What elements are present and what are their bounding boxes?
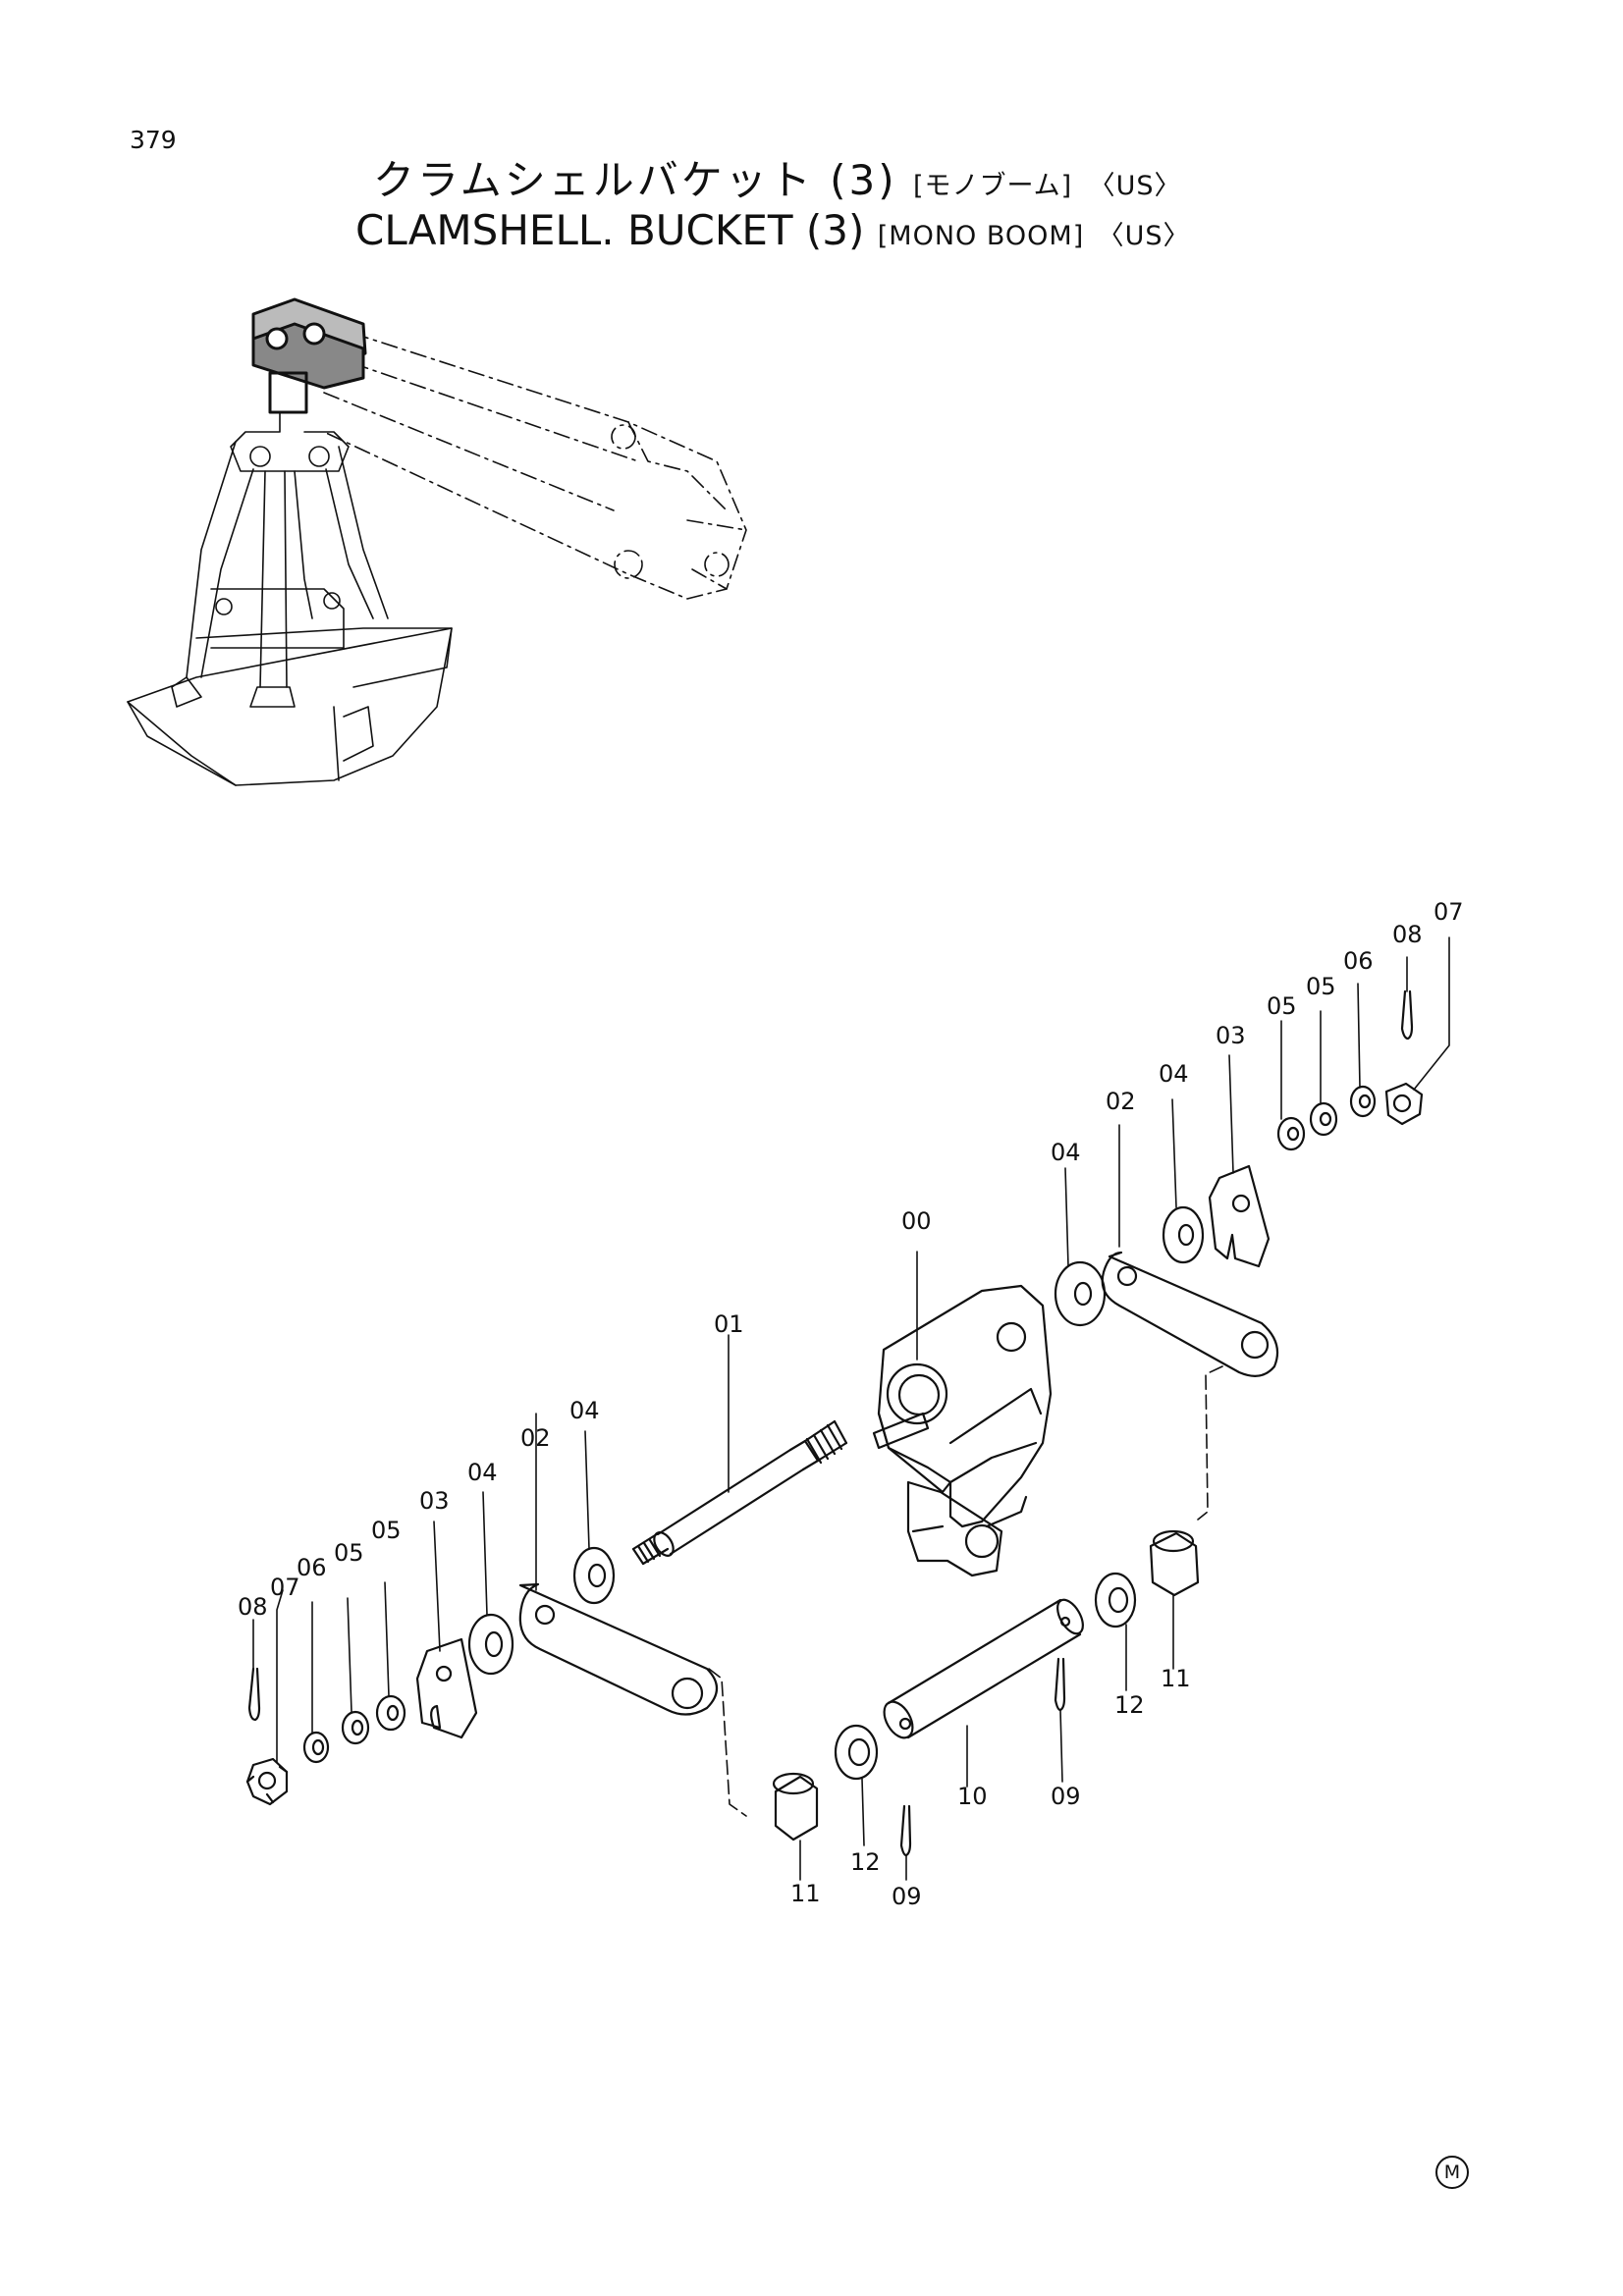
title-jp-region: 〈US〉 (1088, 171, 1182, 201)
callout-05-left-a: 05 (371, 1517, 402, 1544)
title-en-sub: [MONO BOOM] (877, 221, 1085, 251)
callout-09-a: 09 (1051, 1783, 1081, 1810)
callout-07-left: 07 (270, 1574, 300, 1601)
callout-11-b: 11 (790, 1880, 821, 1907)
callout-05-left-b: 05 (334, 1539, 364, 1567)
title-en-main: CLAMSHELL. BUCKET (3) (355, 206, 865, 254)
page-number: 379 (130, 126, 177, 154)
callout-06-left: 06 (297, 1554, 327, 1581)
callout-12-b: 12 (850, 1848, 881, 1876)
part-01-pin (631, 1419, 848, 1566)
callout-04-left-a: 04 (569, 1397, 600, 1424)
title-en-region: 〈US〉 (1097, 221, 1191, 251)
leader-lines (252, 936, 1450, 1881)
callout-numbers: 00 01 02 04 04 03 05 05 06 07 08 04 02 0… (238, 898, 1464, 1910)
left-fastener-stack (245, 1546, 747, 1817)
callout-03-left: 03 (419, 1487, 450, 1515)
callout-02-right: 02 (1106, 1088, 1136, 1115)
overview-illustration (127, 297, 747, 786)
part-00-bracket (872, 1284, 1053, 1577)
right-fastener-stack (1054, 989, 1424, 1521)
maker-mark-icon: M (1435, 2156, 1469, 2189)
callout-09-b: 09 (892, 1883, 922, 1910)
callout-05-right-b: 05 (1306, 973, 1336, 1000)
callout-00: 00 (901, 1207, 932, 1235)
title-jp-main: クラムシェルバケット (3) (373, 156, 897, 204)
callout-04-left-b: 04 (467, 1459, 498, 1486)
callout-12-a: 12 (1114, 1691, 1145, 1719)
callout-11-a: 11 (1161, 1665, 1191, 1692)
callout-05-right-a: 05 (1267, 992, 1297, 1020)
callout-03-right: 03 (1216, 1022, 1246, 1049)
callout-06-right: 06 (1343, 947, 1374, 975)
callout-08-left: 08 (238, 1593, 268, 1621)
callout-02-left: 02 (520, 1424, 551, 1452)
callout-08-right: 08 (1392, 921, 1423, 948)
callout-07-right: 07 (1434, 898, 1464, 926)
callout-04-right-a: 04 (1051, 1139, 1081, 1166)
callout-10: 10 (957, 1783, 988, 1810)
callout-04-right-b: 04 (1159, 1060, 1189, 1088)
title-jp-sub: [モノブーム] (912, 171, 1073, 201)
title-english: CLAMSHELL. BUCKET (3) [MONO BOOM] 〈US〉 (355, 206, 1191, 254)
callout-01: 01 (714, 1310, 744, 1338)
title-japanese: クラムシェルバケット (3) [モノブーム] 〈US〉 (373, 147, 1181, 207)
